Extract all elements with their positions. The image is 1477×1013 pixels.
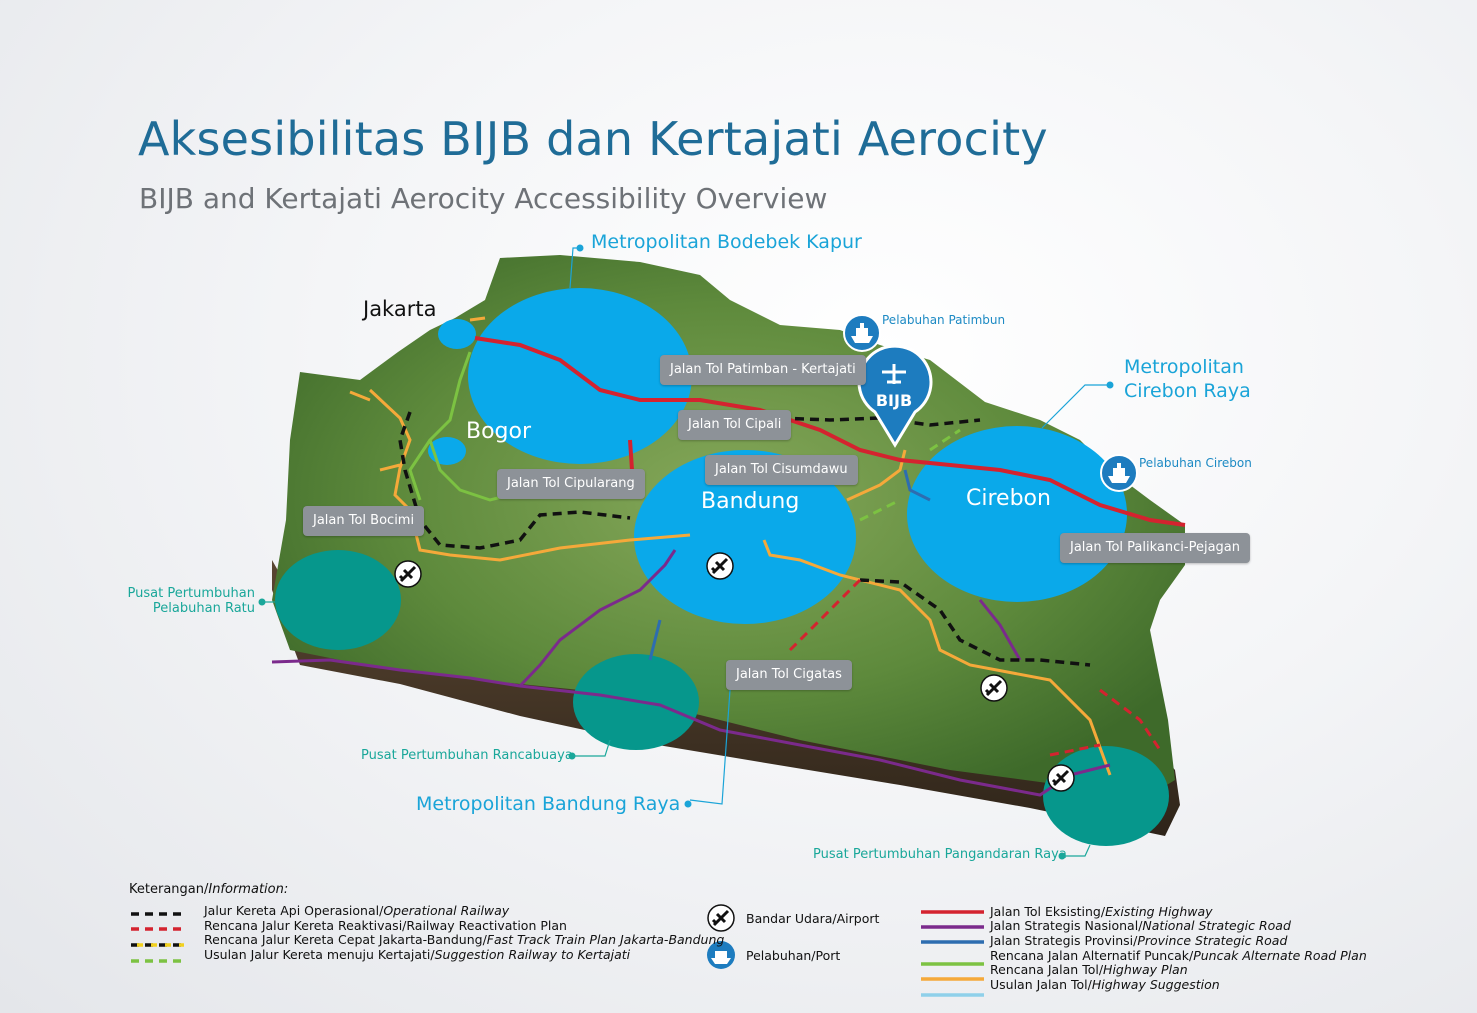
airplane-icon — [980, 674, 1008, 702]
legend-highway-plan: Rencana Jalan Tol/Highway Plan — [990, 962, 1188, 977]
legend-text: Rencana Jalur Kereta Cepat Jakarta-Bandu… — [204, 932, 487, 947]
legend-heading-en: Information: — [208, 882, 289, 897]
legend-heading-id: Keterangan/ — [129, 882, 209, 897]
airplane-icon — [1047, 764, 1075, 792]
ship-icon — [1100, 454, 1138, 492]
tag-cipularang: Jalan Tol Cipularang — [497, 469, 645, 499]
bandung-label: Bandung — [701, 489, 800, 514]
legend-text-en: Fast Track Train Plan Jakarta-Bandung — [486, 932, 725, 947]
suggestion-railway — [859, 428, 961, 522]
svg-text:BIJB: BIJB — [876, 391, 912, 410]
metro-cirebon-label: Metropolitan Cirebon Raya — [1124, 355, 1251, 403]
legend-text: Rencana Jalan Alternatif Puncak/ — [990, 948, 1194, 963]
tag-cipali: Jalan Tol Cipali — [678, 410, 792, 440]
legend-port-icon — [707, 941, 735, 969]
bijb-pin-icon: BIJB — [857, 344, 933, 448]
legend-text-en: Suggestion Railway to Kertajati — [434, 947, 631, 962]
growth-ratu-line2: Pelabuhan Ratu — [152, 601, 255, 616]
tag-bocimi: Jalan Tol Bocimi — [303, 506, 425, 536]
page-title: Aksesibilitas BIJB dan Kertajati Aerocit… — [138, 112, 1048, 166]
growth-ratu-label: Pusat Pertumbuhan Pelabuhan Ratu — [125, 586, 255, 616]
growth-rancabuaya-label: Pusat Pertumbuhan Rancabuaya — [361, 748, 573, 763]
legend-operational-railway: Jalur Kereta Api Operasional/Operational… — [204, 903, 509, 918]
legend-reactivation-railway: Rencana Jalur Kereta Reaktivasi/Railway … — [204, 918, 567, 933]
legend-text-en: Existing Highway — [1105, 904, 1213, 919]
legend-text-en: Operational Railway — [383, 903, 510, 918]
legend-airport-icon — [707, 904, 735, 932]
tag-cigatas: Jalan Tol Cigatas — [726, 660, 852, 690]
jakarta-area — [438, 319, 476, 349]
legend-text-en: National Strategic Road — [1142, 918, 1291, 933]
legend-text: Usulan Jalan Tol/ — [990, 977, 1092, 992]
legend-text: Jalan Strategis Provinsi/ — [990, 933, 1138, 948]
legend-text: Jalan Tol Eksisting/ — [990, 904, 1106, 919]
legend-puncak-road: Rencana Jalan Alternatif Puncak/Puncak A… — [990, 948, 1367, 963]
legend-port: Pelabuhan/Port — [746, 948, 841, 963]
port-patimbun-label: Pelabuhan Patimbun — [882, 313, 1006, 327]
metro-bandung-label: Metropolitan Bandung Raya — [416, 793, 681, 815]
reactivation-railway — [788, 578, 1162, 757]
legend-text-en: Province Strategic Road — [1137, 933, 1288, 948]
tag-patimban: Jalan Tol Patimban - Kertajati — [660, 355, 866, 385]
legend-text-en: Highway Suggestion — [1091, 977, 1220, 992]
metro-cirebon-line1: Metropolitan — [1124, 356, 1244, 378]
legend-railway-swatches — [131, 912, 184, 963]
legend-national-road: Jalan Strategis Nasional/National Strate… — [990, 918, 1291, 933]
growth-ratu-line1: Pusat Pertumbuhan — [127, 586, 255, 601]
puncak-road — [408, 351, 531, 502]
legend-fast-train: Rencana Jalur Kereta Cepat Jakarta-Bandu… — [204, 932, 724, 947]
existing-highway-south — [628, 439, 634, 471]
legend-text: Jalur Kereta Api Operasional/ — [204, 903, 384, 918]
legend-highway-suggestion: Usulan Jalan Tol/Highway Suggestion — [990, 977, 1220, 992]
port-cirebon-label: Pelabuhan Cirebon — [1139, 456, 1252, 470]
legend-road-swatches — [921, 910, 984, 997]
legend-province-road: Jalan Strategis Provinsi/Province Strate… — [990, 933, 1287, 948]
metro-cirebon-line2: Cirebon Raya — [1124, 380, 1251, 402]
legend-text: Jalan Strategis Nasional/ — [990, 918, 1143, 933]
tag-palikanci: Jalan Tol Palikanci-Pejagan — [1060, 533, 1250, 563]
legend-text-en: Highway Plan — [1103, 962, 1188, 977]
growth-pangandaran-label: Pusat Pertumbuhan Pangandaran Raya — [813, 847, 1067, 862]
legend-text: Rencana Jalan Tol/ — [990, 962, 1104, 977]
existing-highway — [474, 336, 1186, 527]
cirebon-label: Cirebon — [966, 486, 1051, 511]
ship-icon — [843, 314, 881, 352]
bandung-area — [634, 450, 856, 624]
metro-bodebek-label: Metropolitan Bodebek Kapur — [591, 231, 862, 253]
airplane-icon — [706, 552, 734, 580]
legend-existing-highway: Jalan Tol Eksisting/Existing Highway — [990, 904, 1213, 919]
legend-suggestion-railway: Usulan Jalur Kereta menuju Kertajati/Sug… — [204, 947, 630, 962]
operational-railway — [398, 411, 1091, 667]
legend-text-en: Puncak Alternate Road Plan — [1193, 948, 1367, 963]
legend-airport: Bandar Udara/Airport — [746, 911, 880, 926]
legend-text: Usulan Jalur Kereta menuju Kertajati/ — [204, 947, 435, 962]
airplane-icon — [394, 560, 422, 588]
legend-text: Rencana Jalur Kereta Reaktivasi/Railway … — [204, 918, 567, 933]
legend-heading: Keterangan/Information: — [129, 882, 288, 897]
growth-pangandaran-area — [1043, 746, 1169, 846]
national-road — [271, 549, 1111, 797]
province-road — [648, 469, 931, 661]
page-subtitle: BIJB and Kertajati Aerocity Accessibilit… — [139, 182, 828, 215]
bogor-label: Bogor — [466, 419, 532, 444]
cirebon-area — [907, 426, 1127, 602]
jakarta-label: Jakarta — [363, 297, 437, 321]
tag-cisumdawu: Jalan Tol Cisumdawu — [705, 455, 858, 485]
growth-ratu-area — [275, 550, 401, 650]
